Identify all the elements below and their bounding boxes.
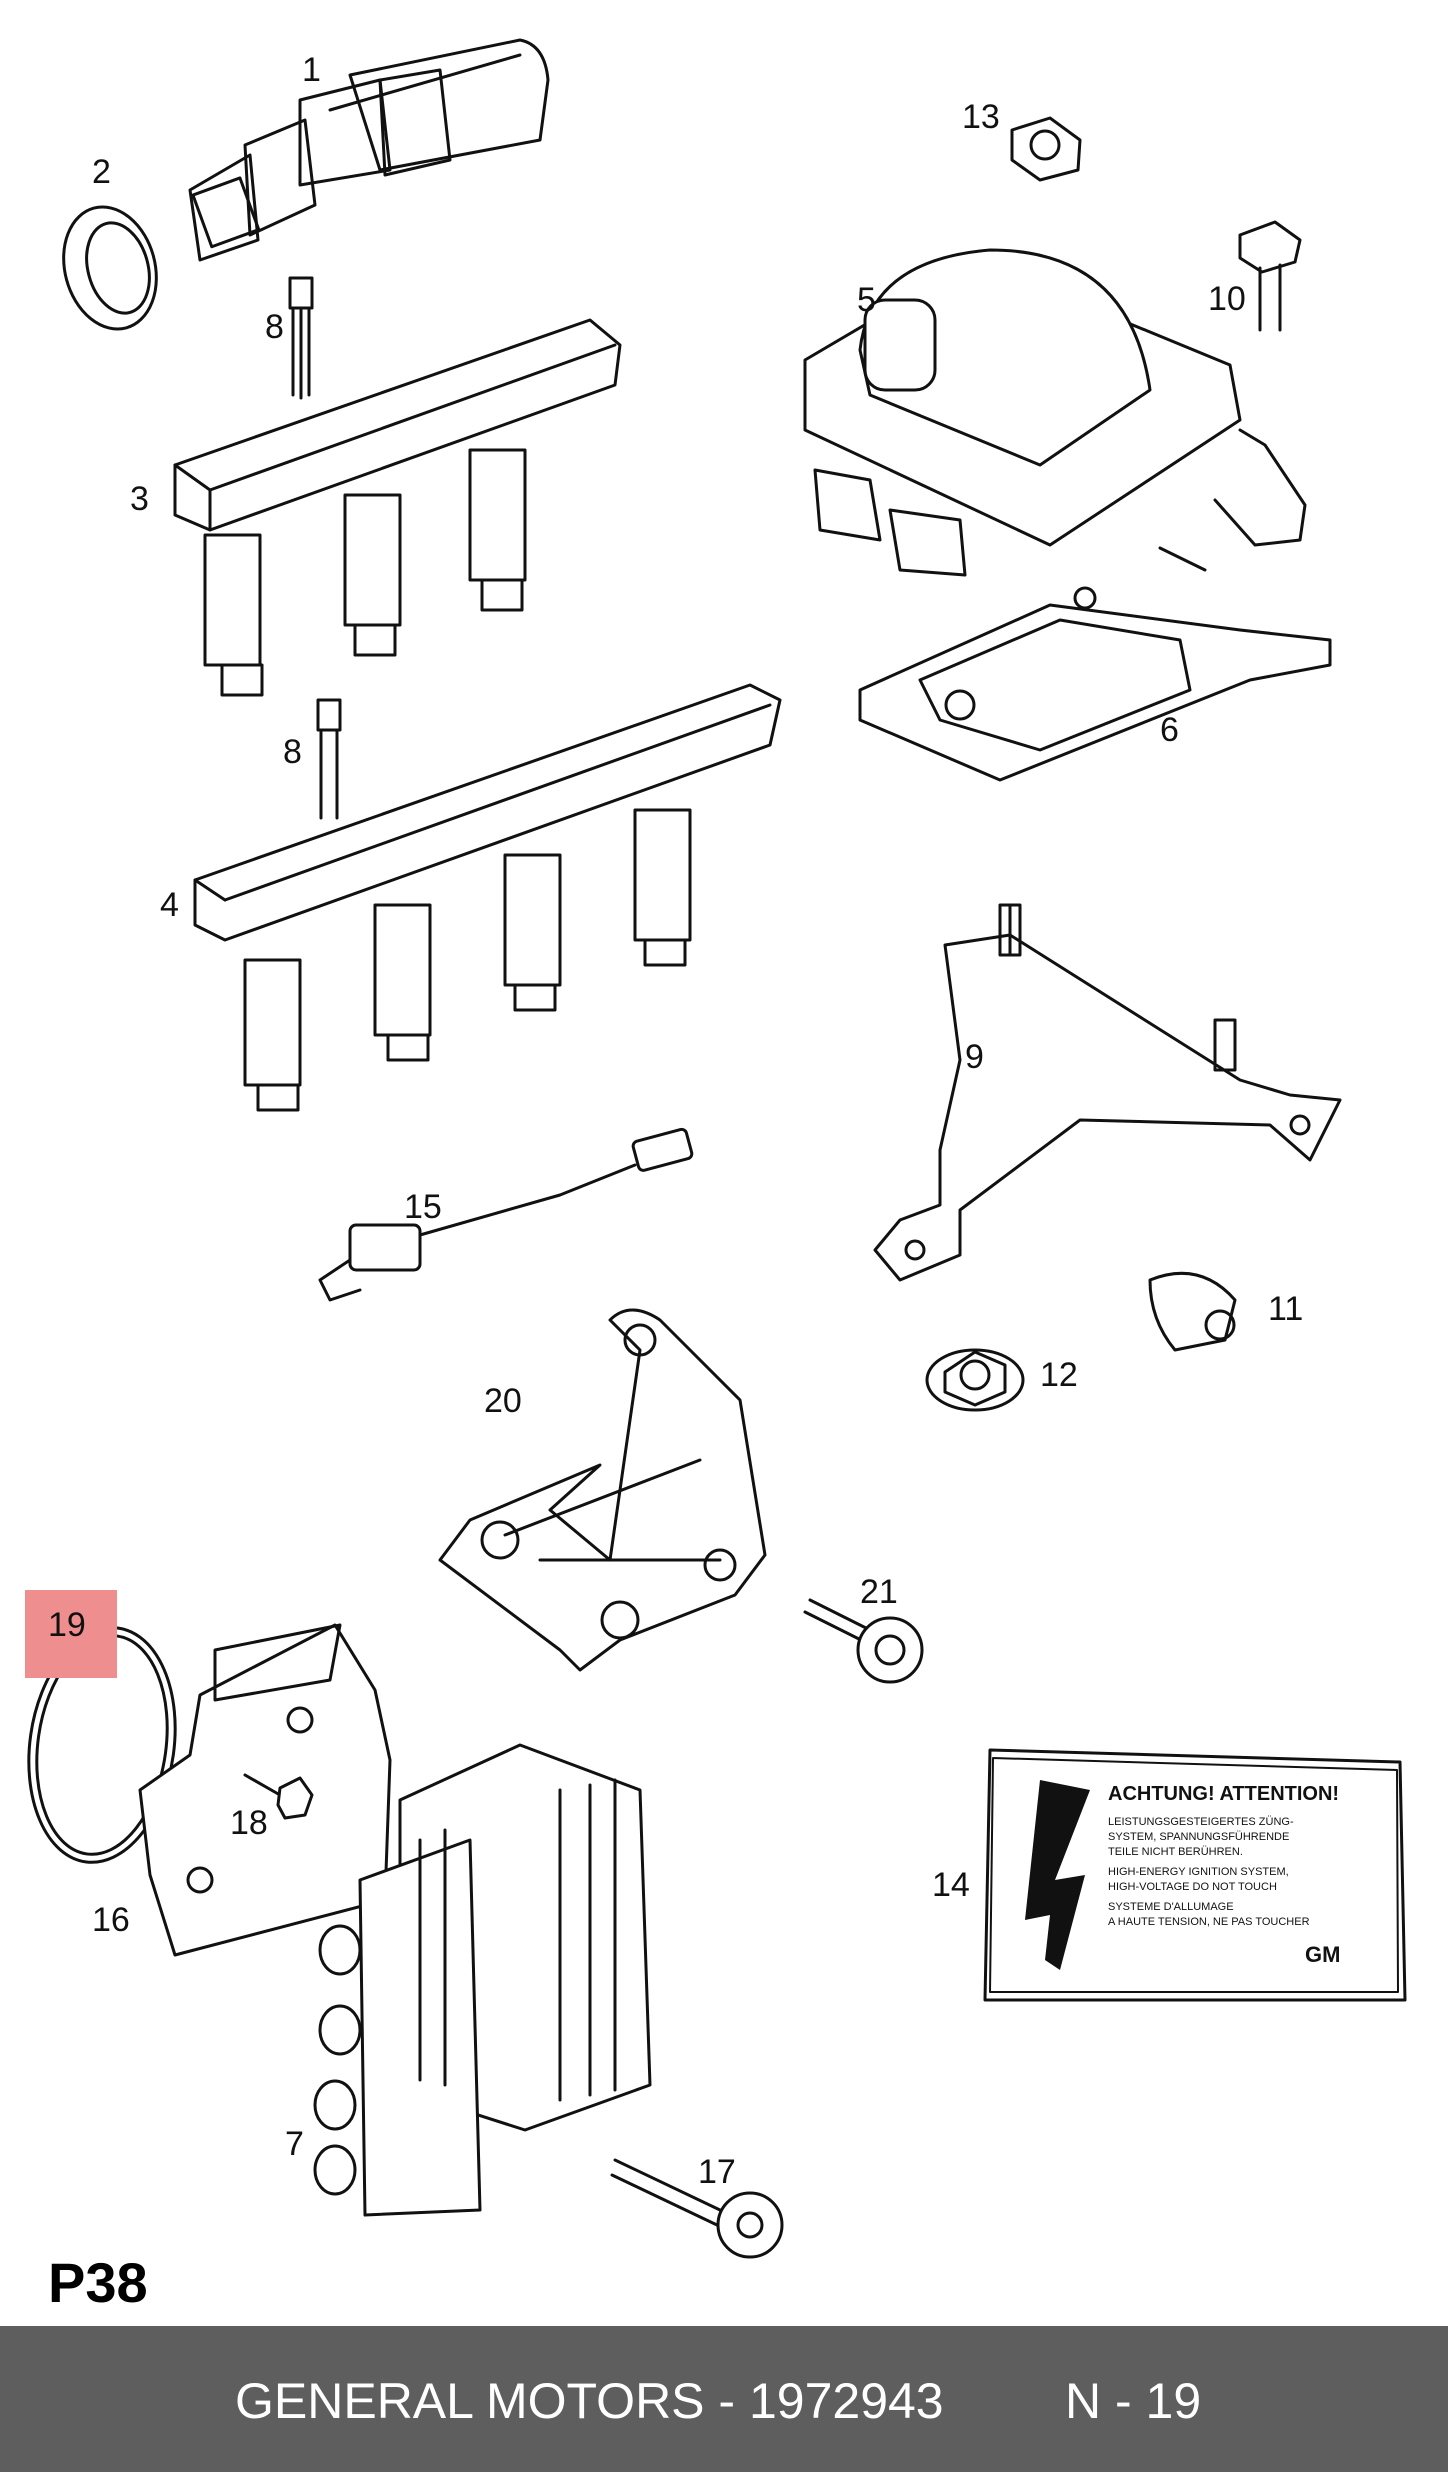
callout-15: 15 — [404, 1188, 442, 1226]
warning-heading: ACHTUNG! ATTENTION! — [1108, 1783, 1339, 1805]
callout-8-lower: 8 — [283, 733, 302, 771]
warning-line-4: HIGH-ENERGY IGNITION SYSTEM, — [1108, 1866, 1289, 1878]
callout-1: 1 — [302, 51, 321, 89]
part-4-coil-rail-4cyl — [193, 683, 782, 1112]
part-2-seal-ring — [62, 205, 158, 331]
high-voltage-lightning-icon — [1025, 1780, 1090, 1970]
callout-17: 17 — [698, 2153, 736, 2191]
callout-13: 13 — [962, 98, 1000, 136]
part-19-o-ring — [27, 1626, 177, 1864]
callout-21: 21 — [860, 1573, 898, 1611]
footer-part-number: GENERAL MOTORS - 1972943 — [235, 2373, 944, 2429]
callout-11: 11 — [1268, 1290, 1304, 1328]
part-15-wire-lead — [318, 1127, 694, 1302]
callout-9: 9 — [965, 1038, 984, 1076]
callout-20: 20 — [484, 1382, 522, 1420]
callout-14: 14 — [932, 1866, 970, 1904]
warning-line-1: LEISTUNGSGESTEIGERTES ZÜNG- — [1108, 1816, 1294, 1828]
callout-4: 4 — [160, 886, 179, 924]
callout-5: 5 — [857, 281, 876, 319]
part-18-bolt — [243, 1773, 314, 1820]
part-21-screw — [803, 1598, 924, 1684]
callout-10: 10 — [1208, 280, 1246, 318]
part-16-cover-plate — [138, 1623, 392, 1957]
gm-logo: GM — [1305, 1942, 1340, 1967]
part-8-bolt-upper — [288, 276, 314, 400]
part-12-flange-nut — [925, 1348, 1025, 1412]
callout-19-highlight — [25, 1590, 117, 1678]
page-code: P38 — [48, 2251, 148, 2314]
exploded-parts-diagram: ACHTUNG! ATTENTION! LEISTUNGSGESTEIGERTE… — [27, 38, 1407, 2259]
part-5-ignition-coil — [803, 248, 1307, 577]
warning-line-7: A HAUTE TENSION, NE PAS TOUCHER — [1108, 1916, 1310, 1928]
warning-label-text: ACHTUNG! ATTENTION! LEISTUNGSGESTEIGERTE… — [1108, 1783, 1340, 1967]
callout-6: 6 — [1160, 711, 1179, 749]
callout-12: 12 — [1040, 1356, 1078, 1394]
callout-8-upper: 8 — [265, 308, 284, 346]
part-14-warning-label — [983, 1748, 1407, 2002]
callout-3: 3 — [130, 480, 149, 518]
part-17-long-bolt — [610, 2158, 784, 2259]
warning-line-5: HIGH-VOLTAGE DO NOT TOUCH — [1108, 1881, 1277, 1893]
callout-18: 18 — [230, 1804, 268, 1842]
callout-7: 7 — [285, 2125, 304, 2163]
part-9-bracket — [873, 903, 1342, 1282]
part-7-coil-pack — [313, 1743, 652, 2217]
footer-reference: N - 19 — [1065, 2373, 1202, 2429]
callout-19: 19 — [48, 1606, 86, 1644]
part-10-bolt — [1238, 220, 1302, 332]
warning-line-3: TEILE NICHT BERÜHREN. — [1108, 1846, 1243, 1858]
part-3-coil-rail-3cyl — [173, 318, 622, 697]
callout-2: 2 — [92, 153, 111, 191]
warning-line-6: SYSTEME D'ALLUMAGE — [1108, 1901, 1234, 1913]
part-1-plug-connector — [188, 38, 550, 262]
part-11-clip — [1148, 1271, 1237, 1352]
callout-16: 16 — [92, 1901, 130, 1939]
warning-line-2: SYSTEM, SPANNUNGSFÜHRENDE — [1108, 1831, 1289, 1843]
part-20-triangle-bracket — [438, 1308, 767, 1672]
part-6-ignition-module — [858, 546, 1332, 782]
part-number-footer: GENERAL MOTORS - 1972943 N - 19 — [0, 2326, 1448, 2472]
part-13-nut — [1010, 116, 1082, 182]
part-8-bolt-lower — [316, 698, 342, 820]
